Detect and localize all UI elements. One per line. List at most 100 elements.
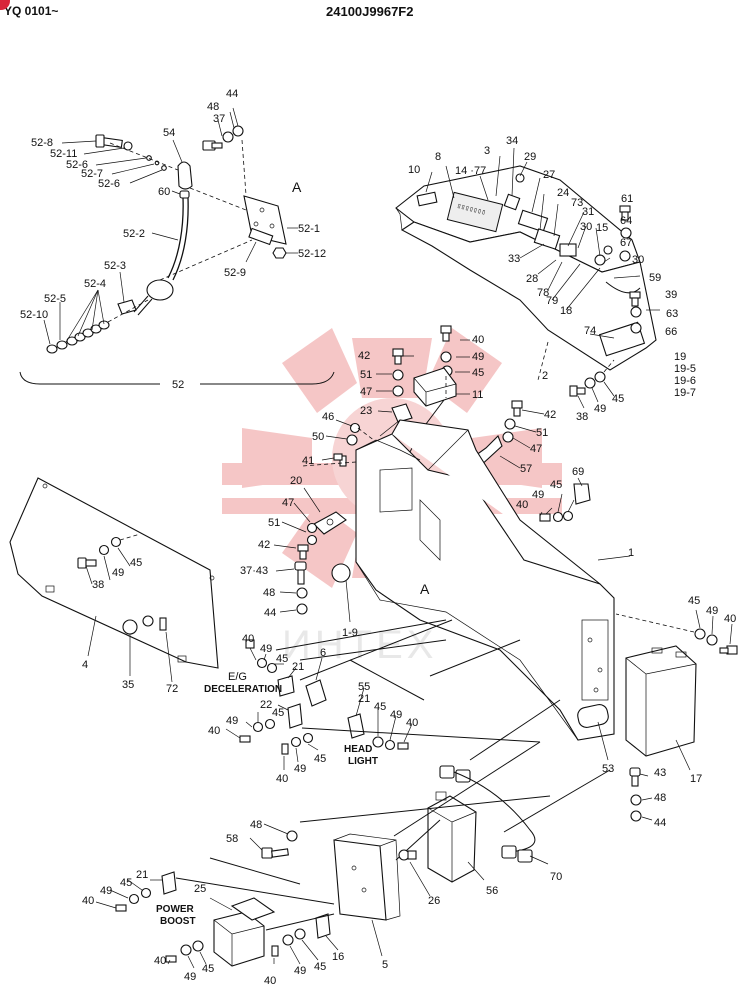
washer-48-icon [222, 131, 234, 143]
controller-56 [427, 791, 485, 883]
assembly-19-7-label: 19-7 [674, 387, 696, 399]
head-light-note-1: HEAD [344, 744, 372, 755]
part-10-icon [416, 191, 438, 207]
part-number-label: 6 [320, 647, 326, 659]
part-number-label: 40 [276, 773, 288, 785]
part-number-label: 52-9 [224, 267, 246, 279]
part-number-label: 31 [582, 206, 594, 218]
part-23-icon [391, 403, 413, 423]
part-number-label: 39 [665, 289, 677, 301]
bushing-60-icon [179, 190, 190, 199]
part-number-label: 38 [92, 579, 104, 591]
part-number-label: 30 [632, 254, 644, 266]
part-number-label: 49 [594, 403, 606, 415]
part-number-label: 79 [546, 295, 558, 307]
part-number-label: 48 [207, 101, 219, 113]
power-boost-group [95, 857, 339, 969]
part-number-labels: 52-852-1152-652-752-6546037484452-152-12… [20, 88, 736, 987]
part-number-label: 49 [706, 605, 718, 617]
console-body-icon [400, 221, 657, 371]
part-number-label: 2 [542, 370, 548, 382]
part-number-label: 42 [258, 539, 270, 551]
part-number-label: 10 [408, 164, 420, 176]
part-number-label: 5 [382, 959, 388, 971]
part-number-label: 52-2 [123, 228, 145, 240]
part-number-label: 37·43 [240, 565, 268, 577]
part-number-label: 45 [272, 707, 284, 719]
part-number-label: 45 [202, 963, 214, 975]
part-number-label: 49 [472, 351, 484, 363]
part-number-label: 74 [584, 325, 596, 337]
knob-54-icon [177, 161, 193, 190]
part-number-label: 67 [620, 237, 632, 249]
part-number-label: 15 [596, 222, 608, 234]
part-number-label: 52-1 [298, 223, 320, 235]
key-switch-26 [398, 849, 431, 897]
part-number-label: 47 [282, 497, 294, 509]
part-number-label: 52-4 [84, 278, 106, 290]
relay-11-icon [413, 367, 457, 407]
part-number-label: 60 [158, 186, 170, 198]
nut-52-12-icon [272, 247, 287, 259]
part-number-label: 46 [322, 411, 334, 423]
part-number-label: 64 [620, 215, 632, 227]
power-boost-note-2: BOOST [160, 916, 196, 927]
part-number-label: 50 [312, 431, 324, 443]
washer-stack-icon [46, 320, 110, 354]
part-number-label: 1 [628, 547, 634, 559]
part-number-label: 49 [532, 489, 544, 501]
part-number-label: 27 [543, 169, 555, 181]
part-number-label: 22 [260, 699, 272, 711]
part-number-label: 25 [194, 883, 206, 895]
part-number-label: 44 [654, 817, 666, 829]
power-boost-note-1: POWER [156, 904, 195, 915]
switch-22-icon [287, 703, 303, 729]
pivot-block-icon [146, 279, 174, 301]
part-number-label: 52-3 [104, 260, 126, 272]
part-number: 24100J9967F2 [326, 4, 414, 19]
part-number-label: 45 [314, 961, 326, 973]
washer-44-icon [232, 125, 244, 137]
part-number-label: 52-6 [98, 178, 120, 190]
part-number-label: 57 [520, 463, 532, 475]
washer-52-11-icon [123, 141, 133, 151]
bracket-6-icon [305, 679, 327, 707]
part-number-label: 34 [506, 135, 518, 147]
part-number-label: 33 [508, 253, 520, 265]
part-number-label: 45 [276, 653, 288, 665]
grommet-53-icon [577, 704, 609, 728]
part-number-label: 73 [571, 197, 583, 209]
part-number-label: 44 [264, 607, 276, 619]
side-cover-4 [9, 477, 219, 683]
part-number-label: 52-8 [31, 137, 53, 149]
part-number-label: 40 [516, 499, 528, 511]
bolt-52-8-icon [95, 134, 123, 148]
callout-a-mid: A [420, 581, 430, 597]
part-number-label: 49 [184, 971, 196, 983]
model-code: YQ 0101~ [4, 4, 59, 18]
part-number-label: 48 [654, 792, 666, 804]
shaft-52-9-icon [248, 227, 274, 246]
part-number-label: 42 [544, 409, 556, 421]
part-number-label: 53 [602, 763, 614, 775]
assembly-19-label: 19 [674, 351, 686, 363]
bracket-20-icon [313, 511, 347, 535]
part-number-label: 45 [374, 701, 386, 713]
cap-1-9-icon [331, 563, 351, 583]
assembly-brace [19, 371, 335, 385]
callout-a-top: A [292, 179, 302, 195]
part-number-label: 21 [292, 661, 304, 673]
battery-box-17 [615, 609, 738, 822]
washer-52-6-icon [146, 155, 152, 161]
part-number-label: 35 [122, 679, 134, 691]
wiring-harness-70 [439, 765, 549, 865]
head-light-note-2: LIGHT [348, 756, 378, 767]
bolt-37-icon [202, 140, 223, 151]
plate-52-3-icon [117, 299, 137, 315]
part-number-label: 45 [314, 753, 326, 765]
part-number-label: 21 [358, 693, 370, 705]
upper-console-panel: ▯▯▯▯▯▯▯ [395, 147, 660, 381]
deceleration-note: DECELERATION [204, 684, 282, 695]
main-frame-1 [301, 419, 631, 761]
